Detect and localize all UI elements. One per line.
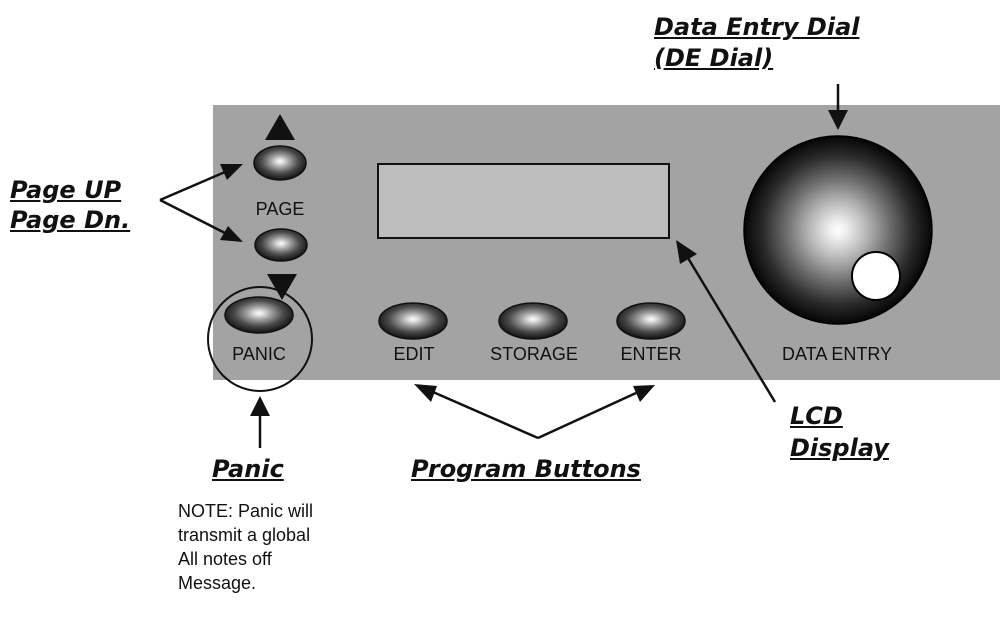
edit-button[interactable] — [378, 302, 448, 340]
data-entry-dial[interactable] — [743, 135, 933, 325]
program-buttons-callout-arrows — [414, 384, 655, 440]
enter-label: ENTER — [620, 344, 682, 364]
panic-note: NOTE: Panic will transmit a global All n… — [178, 499, 313, 595]
data-entry-label: DATA ENTRY — [781, 344, 893, 364]
enter-button[interactable] — [616, 302, 686, 340]
panic-button[interactable] — [224, 296, 294, 334]
lcd-callout-arrow — [676, 240, 777, 403]
lcd-callout-line1: LCD — [790, 402, 843, 430]
edit-label: EDIT — [393, 344, 435, 364]
page-down-triangle-icon — [267, 274, 297, 300]
page-callout-arrows — [159, 164, 243, 242]
page-up-button[interactable] — [253, 145, 307, 181]
page-down-button[interactable] — [254, 228, 308, 262]
storage-button[interactable] — [498, 302, 568, 340]
panic-highlight-circle — [207, 286, 313, 392]
program-buttons-callout: Program Buttons — [411, 455, 641, 483]
note-line: All notes off — [178, 549, 272, 569]
note-line: NOTE: Panic will — [178, 501, 314, 521]
note-line: transmit a global — [178, 525, 311, 545]
dial-knob-indent — [851, 251, 901, 301]
note-line: Message. — [178, 573, 257, 593]
dial-callout-arrow — [828, 84, 848, 130]
page-callout-line2: Page Dn. — [10, 206, 131, 234]
lcd-callout-line2: Display — [790, 434, 889, 462]
panic-label: PANIC — [232, 344, 286, 364]
panic-callout-arrow — [250, 396, 270, 448]
page-label: PAGE — [255, 199, 305, 219]
page-up-triangle-icon — [265, 114, 295, 140]
dial-callout-line1: Data Entry Dial — [654, 13, 860, 41]
storage-label: STORAGE — [490, 344, 578, 364]
lcd-display — [377, 163, 670, 239]
dial-callout-line2: (DE Dial) — [654, 44, 774, 72]
page-callout-line1: Page UP — [10, 176, 122, 204]
panic-callout: Panic — [212, 455, 284, 483]
